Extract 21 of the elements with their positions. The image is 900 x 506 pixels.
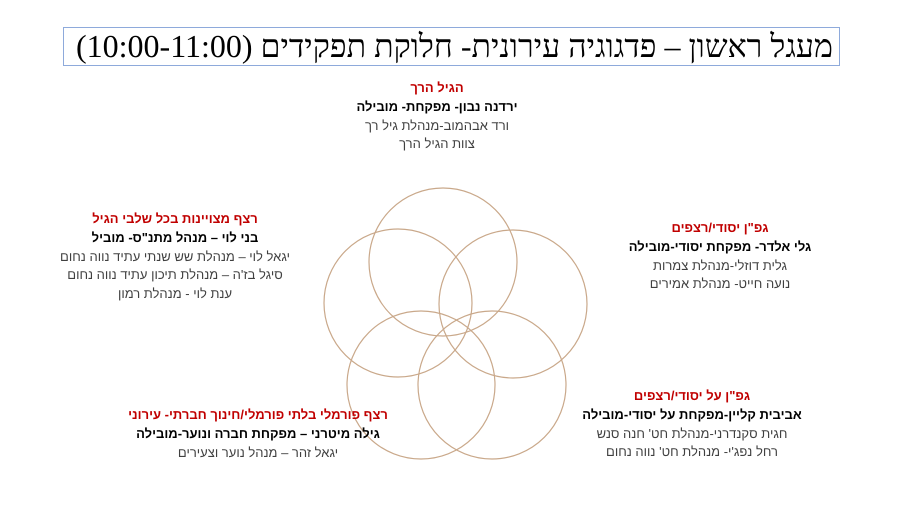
- member-line: גלית דוזלי-מנהלת צמרות: [653, 258, 787, 274]
- member-line: חגית סקנדרני-מנהלת חט' חנה סנש: [596, 426, 788, 442]
- section-heading: רצף מצויינות בכל שלבי הגיל: [92, 211, 258, 227]
- member-line: ענת לוי - מנהלת רמון: [118, 286, 232, 302]
- leader-name: אביבית קליין-מפקחת על יסודי-מובילה: [582, 406, 802, 423]
- member-line: צוות הגיל הרך: [399, 136, 475, 152]
- leader-name: גלי אלדר- מפקחת יסודי-מובילה: [628, 238, 812, 255]
- member-line: רחל נפג'י- מנהלת חט' נווה נחום: [606, 444, 778, 460]
- leader-name: בני לוי – מנהל מתנ"ס- מוביל: [92, 230, 258, 246]
- title: מעגל ראשון – פדגוגיה עירונית- חלוקת תפקידים (10:00-11:00): [63, 27, 840, 66]
- section-heading: רצף פורמלי בלתי פורמלי/חינוך חברתי- עירוני: [128, 407, 388, 423]
- member-line: יגאל זהר – מנהל נוער וצעירים: [178, 444, 338, 461]
- member-line: נועה חייט- מנהלת אמירים: [650, 276, 790, 292]
- section-heading: גפ"ן יסודי/רצפים: [671, 220, 769, 236]
- leader-name: גילה מיטרני – מפקחת חברה ונוער-מובילה: [136, 426, 380, 442]
- section-heading: גפ"ן על יסודי/רצפים: [634, 388, 750, 404]
- section-heading: הגיל הרך: [410, 80, 464, 96]
- member-line: יגאל לוי – מנהלת שש שנתי עתיד נווה נחום: [60, 248, 290, 265]
- member-line: סיגל בז'ה – מנהלת תיכון עתיד נווה נחום: [67, 267, 283, 284]
- member-line: ורד אבהמוב-מנהלת גיל רך: [364, 118, 510, 134]
- leader-name: ירדנה נבון- מפקחת- מובילה: [356, 98, 518, 115]
